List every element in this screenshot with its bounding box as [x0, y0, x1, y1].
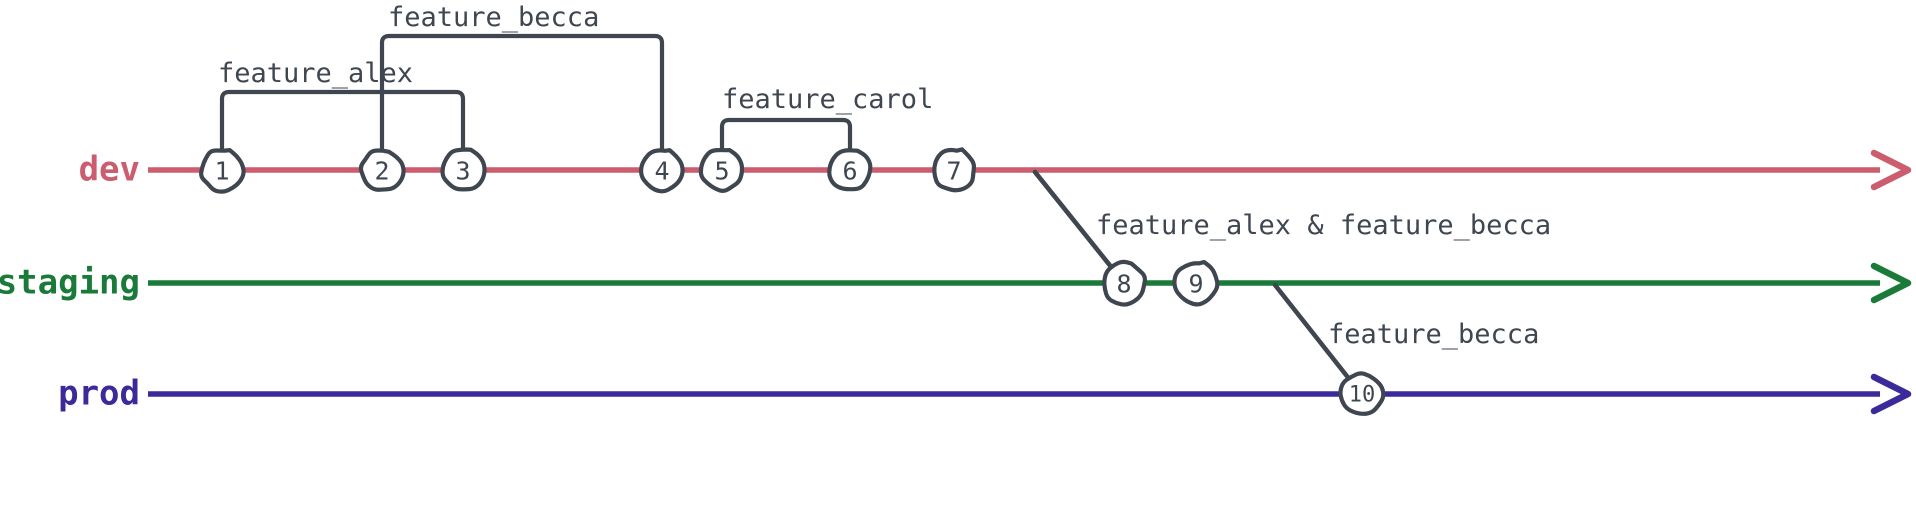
commit-node-3[interactable]: 3 [440, 147, 487, 192]
commit-number-8: 8 [1116, 270, 1131, 299]
commit-circle-4 [639, 148, 685, 194]
commit-number-7: 7 [946, 157, 961, 186]
commit-node-10[interactable]: 10 [1338, 371, 1386, 416]
commit-circle-9 [1172, 260, 1220, 307]
commit-node-4[interactable]: 4 [639, 148, 685, 194]
branch-name-prod: prod [58, 374, 140, 414]
commit-node-5[interactable]: 5 [698, 147, 745, 193]
commit-number-2: 2 [374, 157, 389, 186]
branch-name-dev: dev [79, 150, 140, 190]
merge-label-merge_dev_to_staging: feature_alex & feature_becca [1096, 210, 1551, 241]
commit-circle-8 [1102, 259, 1148, 307]
commit-circle-10 [1338, 371, 1386, 416]
commit-number-5: 5 [714, 157, 729, 186]
feature-brackets-group [219, 33, 853, 173]
commit-number-10: 10 [1349, 383, 1376, 408]
merge-label-merge_staging_to_prod: feature_becca [1328, 319, 1539, 350]
feature-label-feature_becca: feature_becca [388, 2, 599, 33]
merge-line-merge_staging_to_prod [1272, 282, 1353, 383]
commit-node-7[interactable]: 7 [932, 147, 977, 193]
commit-circle-7 [932, 147, 977, 193]
branch-name-staging: staging [0, 263, 140, 303]
commit-node-8[interactable]: 8 [1102, 259, 1148, 307]
labels-group: devstagingprodfeature_alexfeature_beccaf… [0, 2, 1551, 414]
commit-number-6: 6 [842, 157, 857, 186]
commit-circle-5 [698, 147, 745, 193]
branch-arrow-staging [1870, 262, 1912, 304]
commit-node-9[interactable]: 9 [1172, 260, 1220, 307]
feature-label-feature_alex: feature_alex [218, 58, 413, 89]
commit-circle-2 [358, 148, 406, 192]
merge-connectors-group [1032, 169, 1353, 383]
commit-number-4: 4 [654, 157, 669, 186]
commit-circle-3 [440, 147, 487, 192]
merge-line-merge_dev_to_staging [1032, 169, 1115, 271]
commit-number-9: 9 [1188, 270, 1203, 299]
commit-node-6[interactable]: 6 [827, 148, 873, 192]
commit-nodes-group: 1 2 3 4 5 6 7 8 9 10 [199, 147, 1386, 416]
branch-lines-group [148, 149, 1912, 415]
commit-number-1: 1 [214, 157, 229, 186]
commit-node-1[interactable]: 1 [199, 148, 246, 194]
branch-arrow-prod [1870, 373, 1912, 415]
commit-number-3: 3 [455, 157, 470, 186]
feature-bracket-feature_carol [719, 117, 853, 173]
feature-bracket-feature_becca [379, 33, 665, 173]
commit-node-2[interactable]: 2 [358, 148, 406, 192]
commit-circle-6 [827, 148, 873, 192]
commit-circle-1 [199, 148, 246, 194]
feature-label-feature_carol: feature_carol [722, 84, 933, 115]
branch-arrow-dev [1870, 149, 1912, 191]
feature-bracket-feature_alex [219, 89, 466, 173]
